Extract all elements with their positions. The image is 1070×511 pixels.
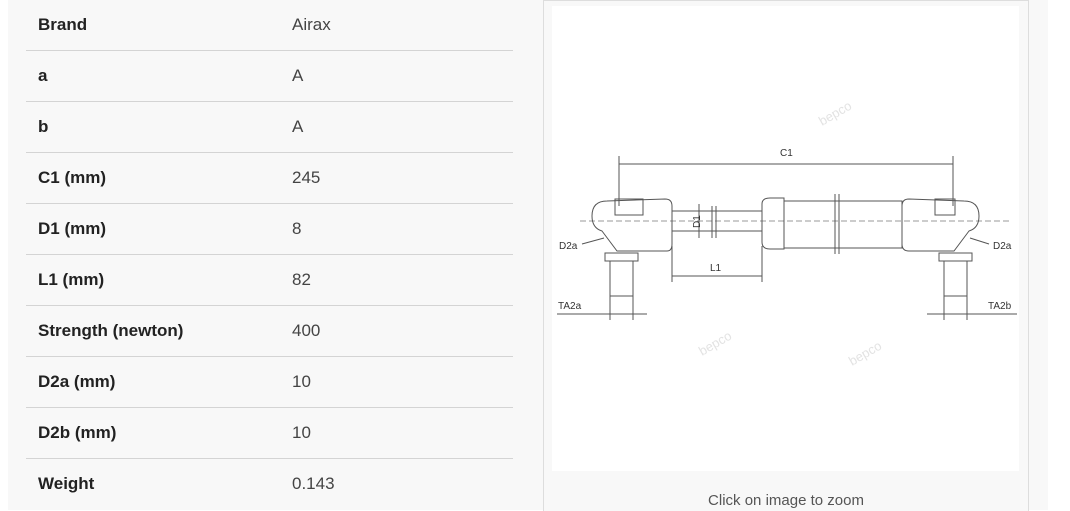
table-row: D2a (mm) 10: [26, 357, 513, 408]
spec-value: 0.143: [292, 474, 335, 493]
spec-label: Weight: [38, 474, 95, 493]
table-row: Strength (newton) 400: [26, 306, 513, 357]
label-ta2b: TA2b: [988, 301, 1012, 312]
spec-label: D2a (mm): [38, 372, 116, 391]
product-image[interactable]: bepco bepco bepco C1 D1 L1 D2a D2a TA2a …: [552, 6, 1019, 471]
spec-value: 82: [292, 270, 311, 289]
spec-label: Strength (newton): [38, 321, 184, 340]
table-row: D2b (mm) 10: [26, 408, 513, 459]
label-d2a-right: D2a: [993, 241, 1012, 252]
spec-label: D2b (mm): [38, 423, 117, 442]
label-ta2a: TA2a: [558, 301, 582, 312]
spec-label: a: [38, 66, 48, 85]
product-image-box: bepco bepco bepco C1 D1 L1 D2a D2a TA2a …: [543, 0, 1029, 511]
spec-label: D1 (mm): [38, 219, 107, 238]
label-d1: D1: [692, 215, 703, 228]
table-row: Weight 0.143: [26, 459, 513, 509]
table-row: C1 (mm) 245: [26, 153, 513, 204]
spec-value: Airax: [292, 15, 331, 34]
gas-spring-diagram: bepco bepco bepco C1 D1 L1 D2a D2a TA2a …: [557, 98, 1017, 369]
label-l1: L1: [710, 263, 722, 274]
watermark: bepco: [846, 338, 884, 369]
spec-value: 10: [292, 423, 311, 442]
spec-value: 8: [292, 219, 302, 238]
table-row: D1 (mm) 8: [26, 204, 513, 255]
zoom-caption: Click on image to zoom: [708, 492, 864, 509]
table-row: L1 (mm) 82: [26, 255, 513, 306]
label-d2a-left: D2a: [559, 241, 578, 252]
watermark: bepco: [696, 328, 734, 359]
table-row: Brand Airax: [26, 0, 513, 51]
spec-label: b: [38, 117, 49, 136]
spec-label: L1 (mm): [38, 270, 105, 289]
spec-label: Brand: [38, 15, 88, 34]
spec-value: 10: [292, 372, 311, 391]
spec-value: A: [292, 117, 304, 136]
spec-value: 245: [292, 168, 321, 187]
spec-value: 400: [292, 321, 321, 340]
spec-value: A: [292, 66, 304, 85]
spec-label: C1 (mm): [38, 168, 107, 187]
label-c1: C1: [780, 148, 793, 159]
watermark: bepco: [816, 98, 854, 129]
